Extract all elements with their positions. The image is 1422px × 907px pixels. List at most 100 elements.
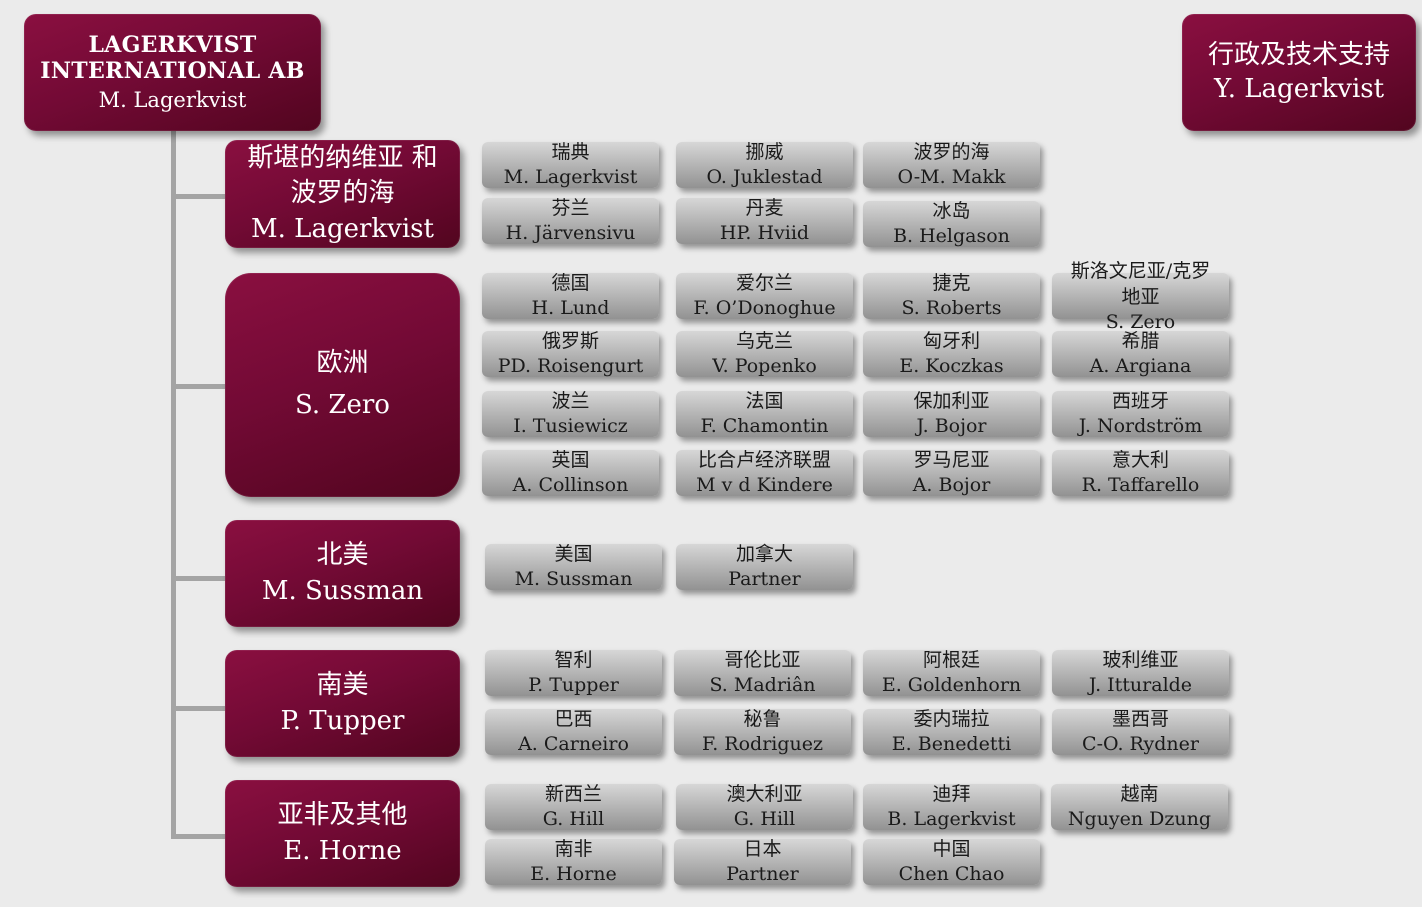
country-name: 罗马尼亚 <box>913 448 990 471</box>
country-name: 英国 <box>551 448 590 471</box>
region-name: 南美 <box>316 669 369 700</box>
country-box-poland: 波兰 I. Tusiewicz <box>482 390 659 437</box>
country-name: 越南 <box>1120 782 1159 805</box>
country-box-romania: 罗马尼亚 A. Bojor <box>863 448 1040 496</box>
country-name: 加拿大 <box>735 542 793 565</box>
country-manager: Partner <box>728 568 801 590</box>
country-name: 匈牙利 <box>922 329 980 352</box>
country-name: 丹麦 <box>745 196 784 219</box>
country-name: 迪拜 <box>932 782 971 805</box>
country-manager: J. Bojor <box>916 415 987 437</box>
country-manager: E. Horne <box>530 863 617 885</box>
region-manager: P. Tupper <box>280 705 405 736</box>
country-name-line1: 斯洛文尼亚/克罗 <box>1070 260 1211 282</box>
country-manager: H. Lund <box>531 297 610 319</box>
country-manager: PD. Roisengurt <box>497 355 644 377</box>
country-manager: I. Tusiewicz <box>513 415 628 437</box>
company-name-line1: LAGERKVIST <box>88 32 257 59</box>
country-manager: S. Roberts <box>901 297 1002 319</box>
country-manager: E. Goldenhorn <box>881 674 1022 696</box>
country-name: 瑞典 <box>551 140 590 163</box>
country-manager: M. Lagerkvist <box>503 166 638 188</box>
country-manager: S. Zero <box>1105 311 1176 334</box>
country-manager: S. Madriân <box>709 674 816 696</box>
country-manager: A. Argiana <box>1089 355 1192 377</box>
country-name: 中国 <box>932 837 971 860</box>
country-box-baltics: 波罗的海 O-M. Makk <box>863 140 1040 188</box>
country-box-czech: 捷克 S. Roberts <box>863 271 1040 319</box>
country-box-iceland: 冰岛 B. Helgason <box>863 199 1040 247</box>
company-name-line2: INTERNATIONAL AB <box>40 58 305 85</box>
country-box-new-zealand: 新西兰 G. Hill <box>485 783 662 830</box>
country-name: 挪威 <box>745 140 784 163</box>
country-manager: F. O’Donoghue <box>693 297 836 319</box>
country-name: 波罗的海 <box>913 140 990 163</box>
region-manager: S. Zero <box>295 390 390 420</box>
country-box-uk: 英国 A. Collinson <box>482 448 659 496</box>
country-manager: O. Juklestad <box>706 166 823 188</box>
country-name: 乌克兰 <box>735 329 793 352</box>
region-manager: M. Lagerkvist <box>251 213 434 244</box>
country-name: 巴西 <box>554 707 593 730</box>
country-manager: A. Carneiro <box>518 733 629 755</box>
country-box-colombia: 哥伦比亚 S. Madriân <box>674 649 851 696</box>
country-manager: E. Koczkas <box>899 355 1004 377</box>
country-name: 比合卢经济联盟 <box>697 448 831 471</box>
country-manager: F. Rodriguez <box>701 733 824 755</box>
country-box-peru: 秘鲁 F. Rodriguez <box>674 708 851 755</box>
country-name: 捷克 <box>932 271 971 294</box>
country-box-south-africa: 南非 E. Horne <box>485 838 662 885</box>
country-name: 芬兰 <box>551 196 590 219</box>
country-manager: G. Hill <box>542 808 605 830</box>
country-manager: Nguyen Dzung <box>1067 808 1212 830</box>
region-south-america: 南美 P. Tupper <box>225 650 460 757</box>
admin-support-node: 行政及技术支持 Y. Lagerkvist <box>1182 14 1416 131</box>
country-box-hungary: 匈牙利 E. Koczkas <box>863 329 1040 377</box>
country-name: 澳大利亚 <box>726 782 803 805</box>
country-box-mexico: 墨西哥 C-O. Rydner <box>1052 707 1229 755</box>
branch-line-north-america <box>171 576 227 581</box>
country-box-norway: 挪威 O. Juklestad <box>676 140 853 188</box>
region-manager: E. Horne <box>283 835 402 866</box>
country-manager: A. Bojor <box>912 474 991 496</box>
country-box-benelux: 比合卢经济联盟 M v d Kindere <box>676 448 853 496</box>
country-manager: J. Itturalde <box>1088 674 1193 696</box>
country-name: 墨西哥 <box>1111 707 1169 730</box>
country-box-brazil: 巴西 A. Carneiro <box>485 707 662 755</box>
country-manager: O-M. Makk <box>897 166 1006 188</box>
country-manager: V. Popenko <box>712 355 817 377</box>
country-name: 智利 <box>554 648 593 671</box>
country-box-ireland: 爱尔兰 F. O’Donoghue <box>676 272 853 319</box>
country-box-ukraine: 乌克兰 V. Popenko <box>676 329 853 377</box>
region-asia-africa-other: 亚非及其他 E. Horne <box>225 780 460 887</box>
country-name: 冰岛 <box>932 199 971 222</box>
country-manager: P. Tupper <box>528 674 619 696</box>
region-north-america: 北美 M. Sussman <box>225 520 460 627</box>
region-name-line2: 波罗的海 <box>290 178 395 209</box>
country-box-australia: 澳大利亚 G. Hill <box>676 782 853 830</box>
country-box-greece: 希腊 A. Argiana <box>1052 330 1229 377</box>
country-manager: F. Chamontin <box>700 415 829 437</box>
country-box-canada: 加拿大 Partner <box>676 542 853 590</box>
country-box-germany: 德国 H. Lund <box>482 271 659 319</box>
admin-manager: Y. Lagerkvist <box>1213 73 1385 104</box>
country-box-argentina: 阿根廷 E. Goldenhorn <box>863 649 1040 696</box>
branch-line-europe <box>171 384 227 389</box>
country-name: 委内瑞拉 <box>913 707 990 730</box>
region-name: 北美 <box>316 539 369 570</box>
country-manager: G. Hill <box>733 808 796 830</box>
country-box-spain: 西班牙 J. Nordström <box>1052 390 1229 437</box>
country-manager: J. Nordström <box>1078 415 1203 437</box>
country-manager: B. Helgason <box>893 225 1010 247</box>
country-box-sweden: 瑞典 M. Lagerkvist <box>482 140 659 188</box>
country-box-venezuela: 委内瑞拉 E. Benedetti <box>863 707 1040 755</box>
country-name-line2: 地亚 <box>1121 285 1160 308</box>
country-manager: B. Lagerkvist <box>887 808 1016 830</box>
country-name: 德国 <box>551 271 590 294</box>
country-name: 保加利亚 <box>913 389 990 412</box>
country-manager: C-O. Rydner <box>1082 733 1199 755</box>
country-manager: M. Sussman <box>514 568 633 590</box>
country-manager: H. Järvensivu <box>505 222 636 244</box>
country-name: 玻利维亚 <box>1102 648 1179 671</box>
country-box-chile: 智利 P. Tupper <box>485 648 662 696</box>
